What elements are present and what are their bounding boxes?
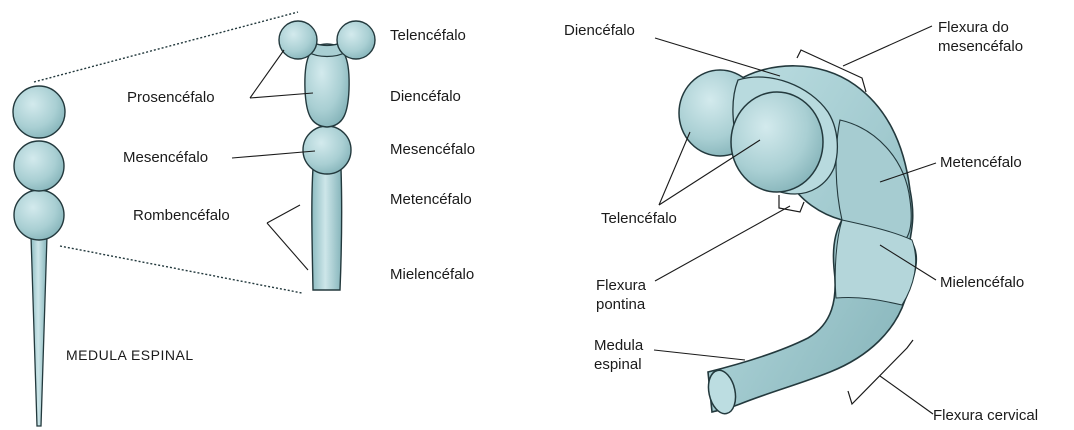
label-flexura-pontina: Flexura pontina — [596, 276, 646, 314]
label-telencefalo-division: Telencéfalo — [390, 27, 466, 45]
label-medula-espinal-right-line1: Medula — [594, 336, 643, 355]
label-flexura-mesencefalo: Flexura do mesencéfalo — [938, 18, 1023, 56]
label-prosencefalo: Prosencéfalo — [127, 89, 215, 107]
label-metencefalo-right: Metencéfalo — [940, 154, 1022, 172]
label-flexura-cervical: Flexura cervical — [933, 407, 1038, 425]
label-flexura-mesencefalo-line1: Flexura do — [938, 18, 1023, 37]
label-flexura-pontina-line1: Flexura — [596, 276, 646, 295]
label-mielencefalo-division: Mielencéfalo — [390, 266, 474, 284]
label-medula-espinal-right-line2: espinal — [594, 355, 643, 374]
label-diencefalo-division: Diencéfalo — [390, 88, 461, 106]
left-mesencefalo-vesicle — [14, 141, 64, 191]
middle-rhombencephalon-tube — [312, 168, 342, 290]
label-mesencefalo-stage: Mesencéfalo — [123, 149, 208, 167]
label-flexura-mesencefalo-line2: mesencéfalo — [938, 37, 1023, 56]
middle-mesencefalo-vesicle — [303, 126, 351, 174]
flexed-embryonic-brain — [679, 66, 916, 416]
left-spinal-cord-taper — [31, 236, 47, 426]
label-mielencefalo-right: Mielencéfalo — [940, 274, 1024, 292]
label-rombencefalo: Rombencéfalo — [133, 207, 230, 225]
three-vesicle-neural-tube — [13, 86, 65, 426]
left-rombencefalo-vesicle — [14, 190, 64, 240]
label-medula-espinal-right: Medula espinal — [594, 336, 643, 374]
label-mesencefalo-division: Mesencéfalo — [390, 141, 475, 159]
projection-line-top — [34, 12, 298, 82]
right-telencefalo-front-lobe — [731, 92, 823, 192]
five-vesicle-neural-tube — [279, 21, 375, 290]
left-prosencefalo-vesicle — [13, 86, 65, 138]
middle-telencefalo-left-hemisphere — [279, 21, 317, 59]
middle-leader-lines — [232, 50, 315, 270]
label-telencefalo-right: Telencéfalo — [601, 210, 677, 228]
middle-telencefalo-right-hemisphere — [337, 21, 375, 59]
label-flexura-pontina-line2: pontina — [596, 295, 646, 314]
projection-line-bottom — [60, 246, 302, 293]
label-diencefalo-right: Diencéfalo — [564, 22, 635, 40]
label-medula-espinal-caps: MEDULA ESPINAL — [66, 346, 194, 364]
label-metencefalo-division: Metencéfalo — [390, 191, 472, 209]
